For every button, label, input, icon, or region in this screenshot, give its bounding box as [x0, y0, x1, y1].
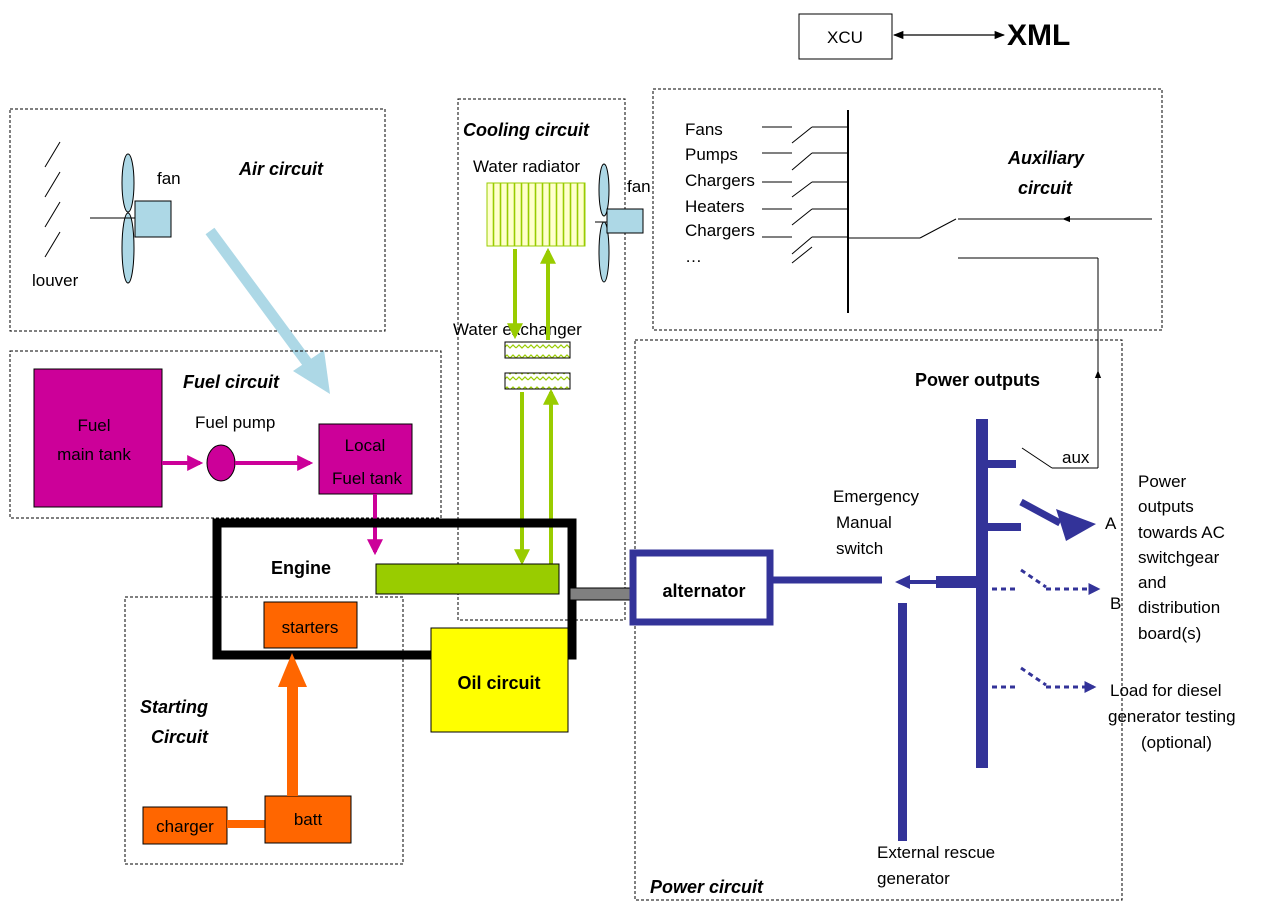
aux-switch	[1021, 447, 1053, 469]
local-fuel-tank-label-2: Fuel tank	[332, 469, 402, 488]
start-power-arrow	[278, 653, 307, 796]
starters-box	[263, 601, 358, 649]
air-flow-arrow	[205, 227, 330, 394]
cooling-circuit-boundary	[457, 98, 626, 621]
main-power-bus	[976, 419, 988, 768]
outputs-description: Power outputs towards AC switchgear and …	[1108, 472, 1236, 752]
load-test-label-2: generator testing	[1108, 707, 1236, 726]
fuel-circuit: Fuel circuit Fuel main tank Fuel pump Lo…	[9, 350, 442, 556]
outputs-desc-2: outputs	[1138, 497, 1194, 516]
oil-circuit: Oil circuit	[430, 627, 569, 733]
batt-box	[264, 795, 352, 844]
outputs-desc-7: board(s)	[1138, 624, 1201, 643]
auxiliary-circuit: Auxiliary circuit Fans Pumps Chargers He…	[652, 88, 1163, 468]
load-test-label-3: (optional)	[1141, 733, 1212, 752]
starters-label: starters	[282, 618, 339, 637]
load-test-label-1: Load for diesel	[1110, 681, 1222, 700]
charger-box	[142, 806, 228, 845]
engine-label: Engine	[271, 558, 331, 578]
air-circuit-boundary	[9, 108, 386, 332]
alternator-label: alternator	[662, 581, 745, 601]
local-fuel-tank	[318, 423, 413, 495]
rescue-generator-line	[898, 603, 907, 841]
output-a-arrow	[1019, 498, 1096, 541]
xcu-label: XCU	[827, 28, 863, 47]
fuel-pump-label: Fuel pump	[195, 413, 275, 432]
bus-feed-link	[936, 576, 976, 588]
aux-item-pumps: Pumps	[685, 145, 738, 164]
xcu-xml-link: XCU XML	[798, 13, 1070, 60]
air-fan-icon	[90, 153, 172, 284]
charger-label: charger	[156, 817, 214, 836]
power-circuit-title: Power circuit	[650, 877, 764, 897]
xml-label: XML	[1007, 19, 1070, 52]
water-radiator	[486, 182, 586, 247]
outputs-desc-4: switchgear	[1138, 548, 1220, 567]
local-fuel-tank-label-1: Local	[345, 436, 386, 455]
auxiliary-circuit-title-1: Auxiliary	[1007, 148, 1085, 168]
fuel-pump	[206, 444, 236, 482]
bus-stub-aux	[988, 460, 1016, 468]
cooling-circuit-title: Cooling circuit	[463, 120, 590, 140]
aux-item-chargers: Chargers	[685, 171, 755, 190]
aux-item-heaters: Heaters	[685, 197, 745, 216]
water-exchanger-label: Water exchanger	[453, 320, 582, 339]
starting-circuit-boundary	[124, 596, 404, 865]
fuel-main-tank	[33, 368, 163, 508]
air-fan-label: fan	[157, 169, 181, 188]
cooling-fan-icon	[595, 163, 644, 283]
output-b-switch	[1020, 568, 1047, 589]
outputs-desc-1: Power	[1138, 472, 1187, 491]
rescue-generator-label-1: External rescue	[877, 843, 995, 862]
rescue-generator-label-2: generator	[877, 869, 950, 888]
batt-label: batt	[294, 810, 323, 829]
charger-batt-link	[227, 820, 265, 828]
oil-circuit-box	[430, 627, 569, 733]
outputs-desc-3: towards AC	[1138, 523, 1225, 542]
auxiliary-circuit-title-2: circuit	[1018, 178, 1073, 198]
cooling-fan-label: fan	[627, 177, 651, 196]
outputs-desc-6: distribution	[1138, 598, 1220, 617]
fuel-circuit-title: Fuel circuit	[183, 372, 280, 392]
emergency-switch-label-1: Emergency	[833, 487, 919, 506]
engine: Engine	[212, 518, 635, 660]
water-exchanger-lower	[504, 372, 571, 390]
louver-label: louver	[32, 271, 79, 290]
water-exchanger-upper	[504, 341, 571, 359]
power-outputs-title: Power outputs	[915, 370, 1040, 390]
emergency-switch-arrow	[895, 575, 938, 589]
power-circuit: Power circuit alternator Emergency Manua…	[629, 339, 1123, 901]
engine-cooling-jacket	[375, 563, 560, 595]
louver-icon	[44, 141, 61, 258]
output-a-label: A	[1105, 514, 1117, 533]
emergency-switch-label-2: Manual	[836, 513, 892, 532]
outputs-desc-5: and	[1138, 573, 1166, 592]
starting-circuit-title-2: Circuit	[151, 727, 209, 747]
fuel-circuit-boundary	[9, 350, 442, 519]
starting-circuit: starters Starting Circuit charger batt	[124, 596, 404, 865]
output-b-label: B	[1110, 594, 1121, 613]
cooling-circuit: Cooling circuit Water radiator fan Water…	[453, 98, 651, 621]
aux-item-chargers-2: Chargers	[685, 221, 755, 240]
bus-stub-a	[988, 523, 1021, 531]
starting-circuit-title-1: Starting	[140, 697, 208, 717]
aux-label: aux	[1062, 448, 1090, 467]
oil-circuit-label: Oil circuit	[457, 673, 540, 693]
engine-shaft	[569, 587, 635, 601]
xcu-box	[798, 13, 893, 60]
fuel-main-tank-label-2: main tank	[57, 445, 131, 464]
auxiliary-bus	[762, 110, 1152, 468]
air-circuit: Air circuit louver fan	[9, 108, 386, 332]
power-circuit-boundary	[634, 339, 1123, 901]
alternator-box	[629, 549, 774, 626]
emergency-switch-label-3: switch	[836, 539, 883, 558]
water-radiator-label: Water radiator	[473, 157, 580, 176]
air-circuit-title: Air circuit	[238, 159, 324, 179]
fuel-main-tank-label-1: Fuel	[77, 416, 110, 435]
aux-item-more: …	[685, 247, 702, 266]
load-test-switch	[1020, 666, 1047, 687]
aux-item-fans: Fans	[685, 120, 723, 139]
